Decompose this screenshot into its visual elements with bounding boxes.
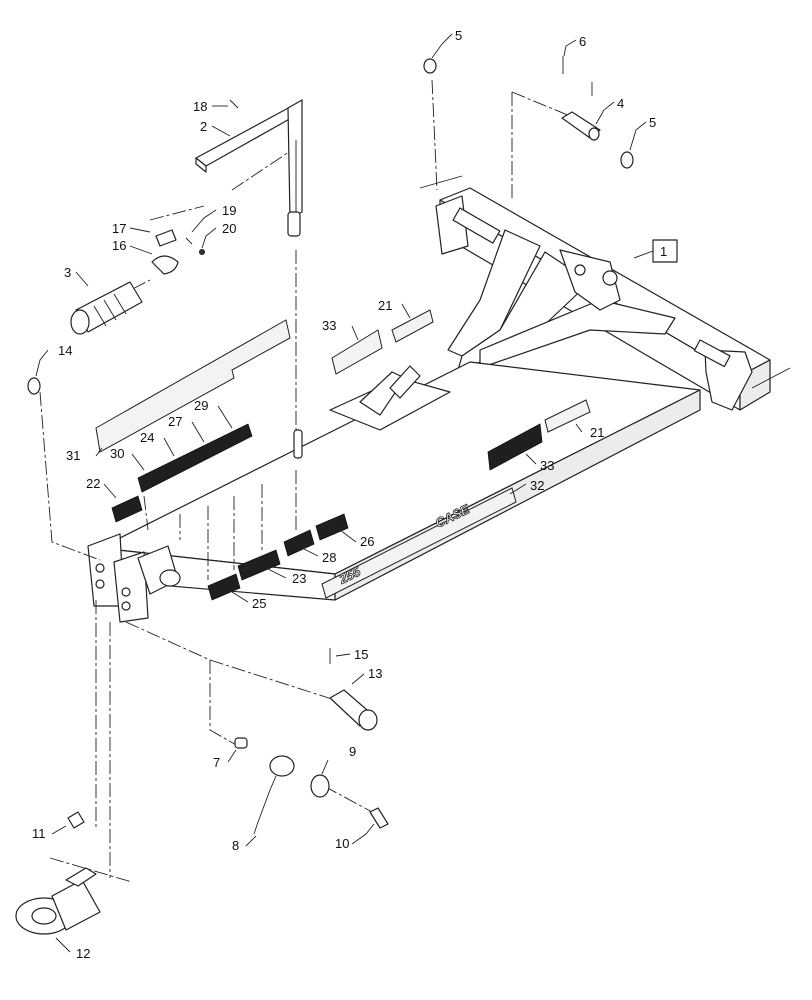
callout-31: 31 (66, 448, 80, 463)
part-7-bushing (234, 737, 248, 749)
callout-4: 4 (617, 96, 624, 111)
frame-reference-line-right (751, 367, 791, 389)
leader-lines (35, 33, 647, 953)
callout-13: 13 (368, 666, 382, 681)
part-5a-washer (423, 58, 437, 74)
part-17-plate (155, 229, 177, 247)
callout-19: 19 (222, 203, 236, 218)
part-3-coupler (70, 281, 143, 335)
part-16-clamp (151, 255, 179, 275)
part-10-bolt (369, 807, 389, 829)
callout-8: 8 (232, 838, 239, 853)
callout-12: 12 (76, 946, 90, 961)
callout-28: 28 (322, 550, 336, 565)
callout-14: 14 (58, 343, 72, 358)
decal-22 (111, 495, 143, 523)
part-2-bracket (195, 105, 303, 167)
part-18-pin (229, 99, 239, 109)
decal-28 (283, 529, 315, 557)
callout-17: 17 (112, 221, 126, 236)
callout-18: 18 (193, 99, 207, 114)
callout-1: 1 (660, 244, 667, 259)
decal-21-upper (391, 309, 434, 343)
callout-30: 30 (110, 446, 124, 461)
part-8-ring (269, 755, 295, 777)
part-20 (199, 249, 205, 255)
decal-strip-30-29 (137, 423, 253, 493)
main-frame (87, 187, 771, 623)
part-14-washer (27, 377, 41, 395)
decal-33-lower (487, 423, 543, 471)
callout-5b: 5 (649, 115, 656, 130)
decal-21-lower (544, 399, 591, 433)
callout-7: 7 (213, 755, 220, 770)
callout-labels: 1 2 3 4 5 5 6 7 8 9 10 11 12 13 14 15 16… (32, 28, 667, 961)
part-12-hitch-eye (15, 867, 101, 935)
callout-29: 29 (194, 398, 208, 413)
callout-22: 22 (86, 476, 100, 491)
callout-23: 23 (292, 571, 306, 586)
callout-10: 10 (335, 836, 349, 851)
part-9-washer (310, 774, 330, 798)
callout-9: 9 (349, 744, 356, 759)
callout-25: 25 (252, 596, 266, 611)
callout-20: 20 (222, 221, 236, 236)
callout-11: 11 (32, 826, 46, 841)
loose-parts (15, 56, 634, 935)
callout-5a: 5 (455, 28, 462, 43)
callout-16: 16 (112, 238, 126, 253)
callout-6: 6 (579, 34, 586, 49)
callout-3: 3 (64, 265, 71, 280)
part-19 (185, 237, 193, 245)
callout-33a: 33 (322, 318, 336, 333)
callout-21a: 21 (378, 298, 392, 313)
decal-31 (95, 319, 291, 453)
decal-25 (207, 573, 241, 601)
callout-33b: 33 (540, 458, 554, 473)
decal-23 (237, 549, 281, 581)
part-8-chain (253, 775, 277, 835)
part-5b-washer (620, 151, 634, 169)
callout-24: 24 (140, 430, 154, 445)
callout-15: 15 (354, 647, 368, 662)
decal-33-upper (331, 329, 383, 375)
callout-21b: 21 (590, 425, 604, 440)
assembly-lines (39, 79, 571, 883)
decal-26 (315, 513, 349, 541)
decal-32 (321, 487, 517, 599)
part-11-nut (67, 811, 85, 829)
callout-2: 2 (200, 119, 207, 134)
callout-27: 27 (168, 414, 182, 429)
frame-reference-line-top (419, 175, 463, 189)
callout-26: 26 (360, 534, 374, 549)
callout-32: 32 (530, 478, 544, 493)
